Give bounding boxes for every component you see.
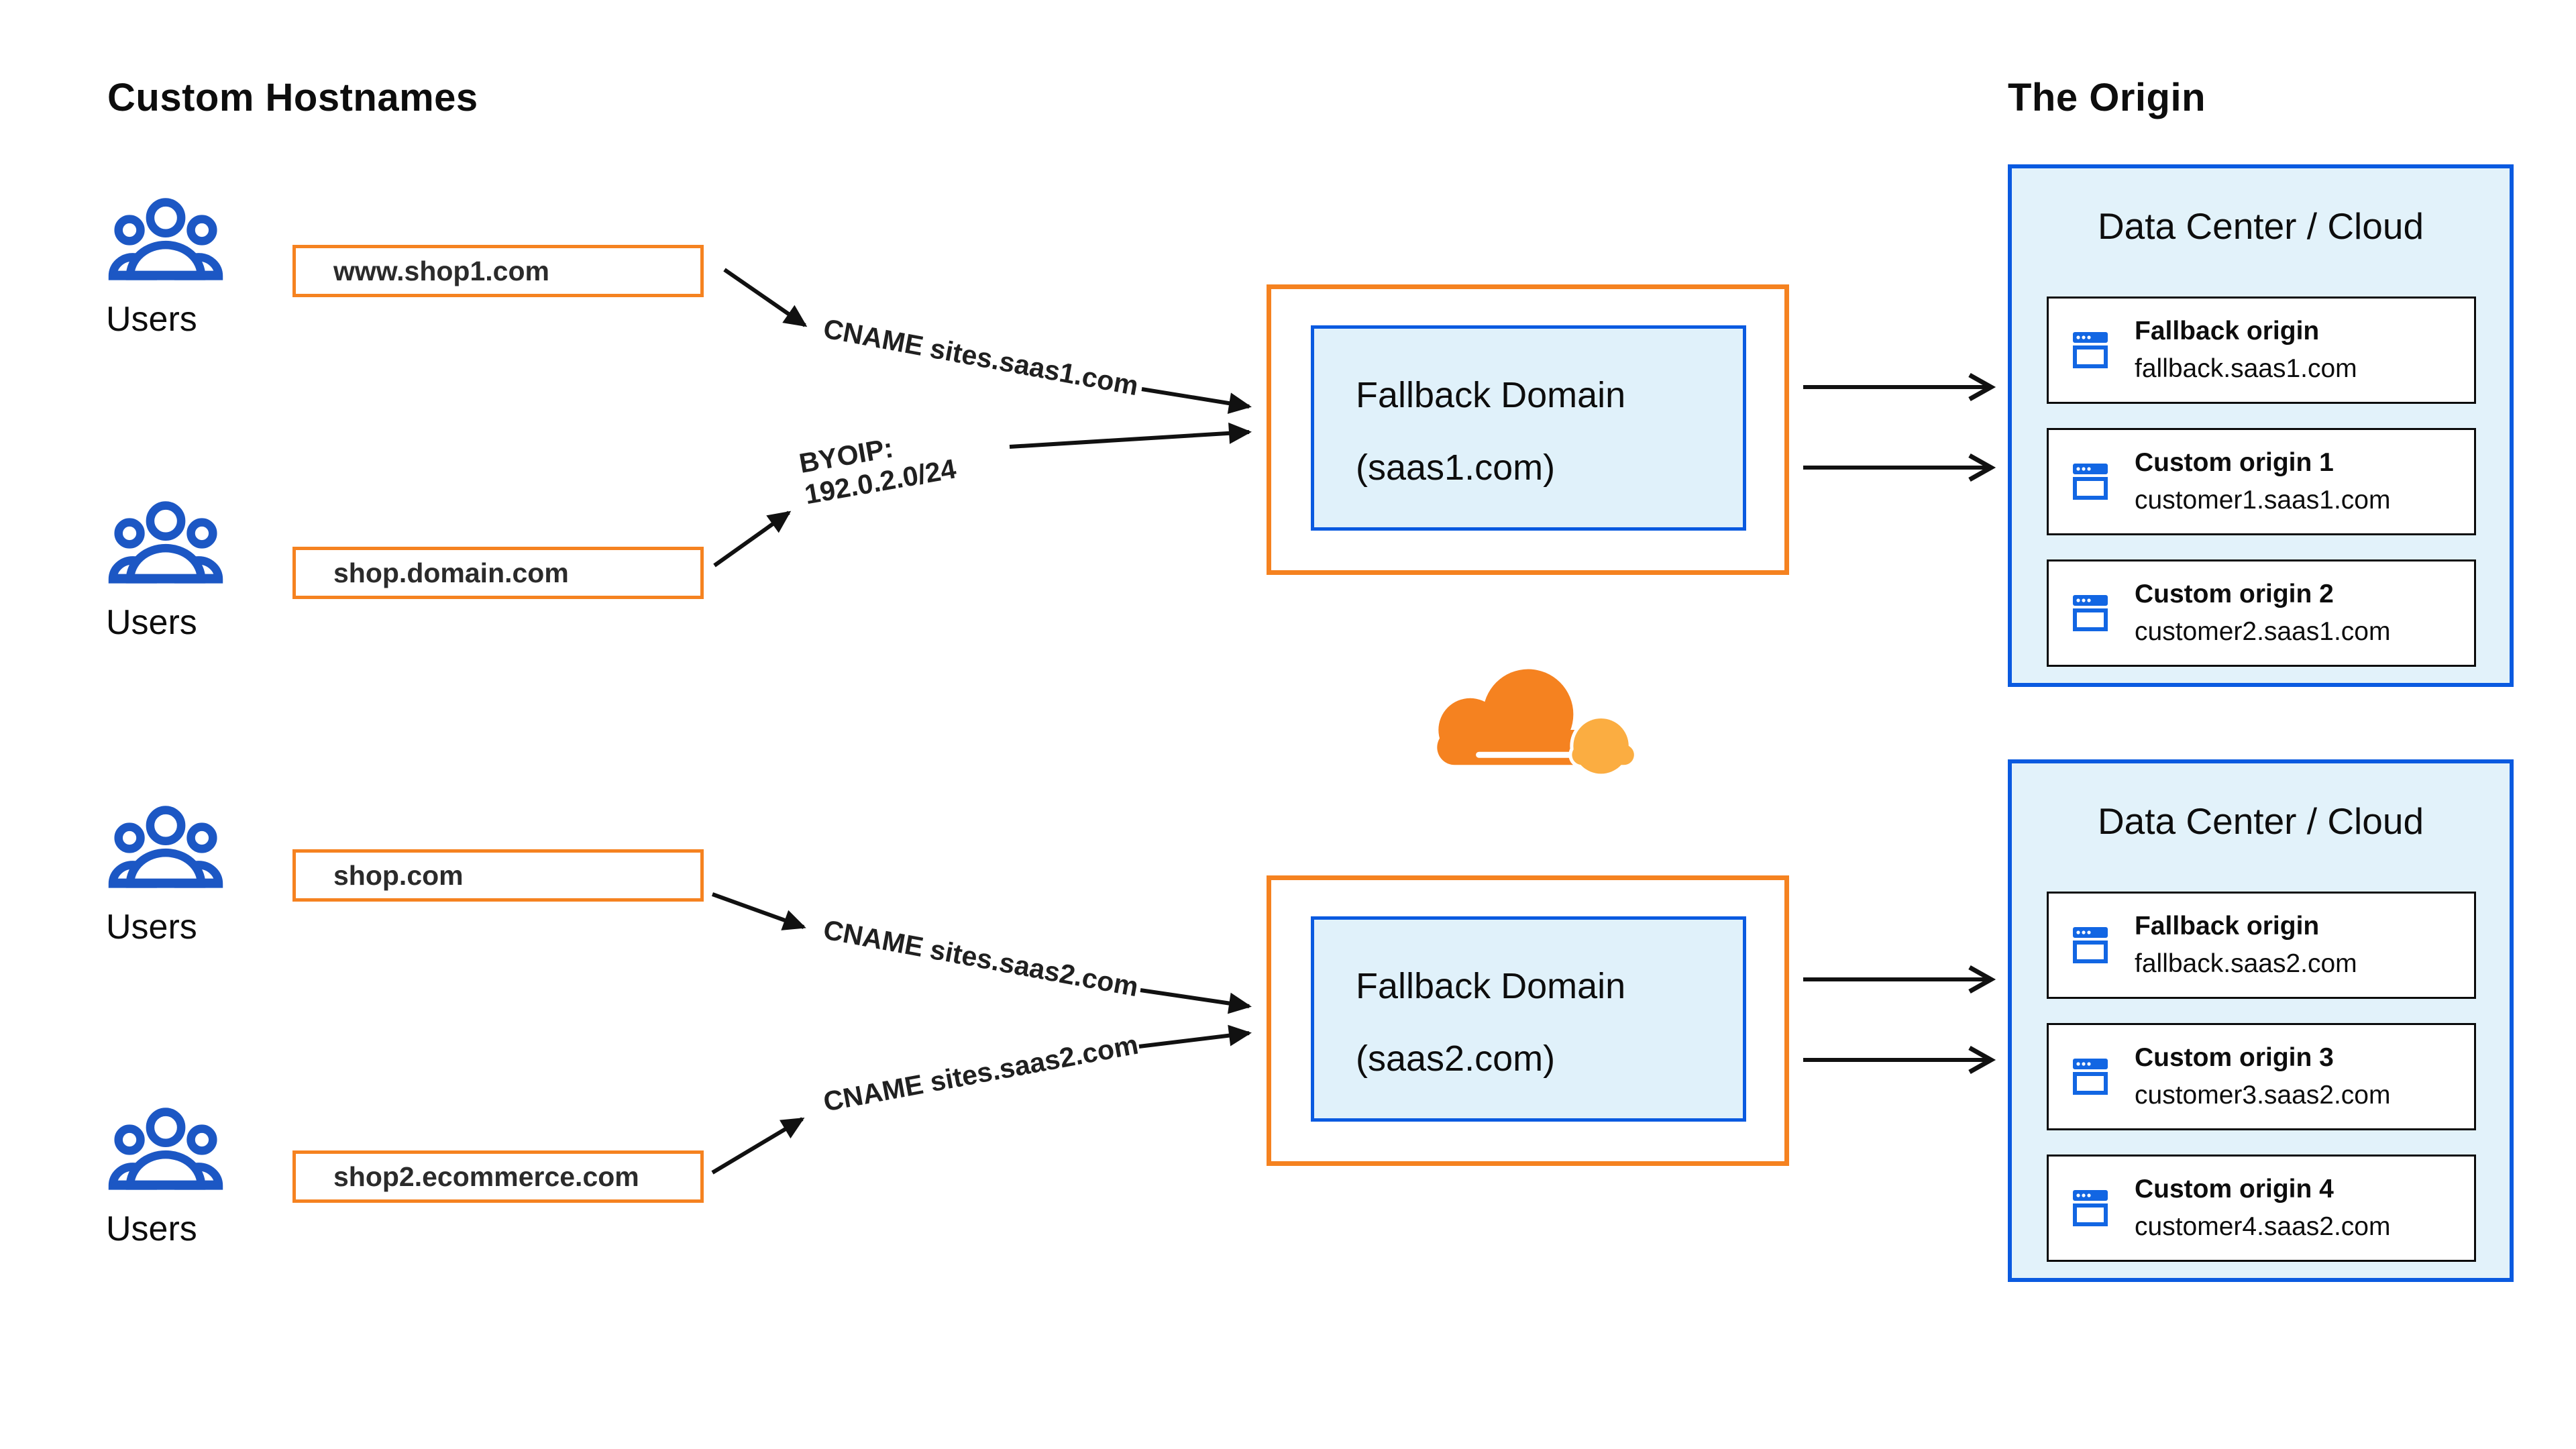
origin-card-fallback-saas2: Fallback origin fallback.saas2.com <box>2047 892 2476 999</box>
browser-window-icon <box>2073 1059 2108 1095</box>
origin-card-custom-origin-1: Custom origin 1 customer1.saas1.com <box>2047 428 2476 535</box>
users-group-icon <box>108 198 223 280</box>
fallback-domain-box-saas1: Fallback Domain (saas1.com) <box>1311 325 1746 531</box>
origin-name: Custom origin 1 <box>2135 448 2334 477</box>
origin-host: fallback.saas1.com <box>2135 354 2357 383</box>
data-center-panel-2: Data Center / Cloud Fallback origin fall… <box>2008 759 2514 1282</box>
users-group-icon <box>108 806 223 888</box>
browser-window-icon <box>2073 927 2108 963</box>
fallback-domain-label: Fallback Domain <box>1356 375 1626 415</box>
origin-card-custom-origin-3: Custom origin 3 customer3.saas2.com <box>2047 1023 2476 1130</box>
hostname-box-shop2-ecommerce: shop2.ecommerce.com <box>292 1150 704 1203</box>
users-label: Users <box>106 908 197 947</box>
browser-window-icon <box>2073 595 2108 631</box>
origin-host: fallback.saas2.com <box>2135 949 2357 978</box>
users-label: Users <box>106 603 197 642</box>
users-label: Users <box>106 300 197 339</box>
fallback-domain-zone-saas1: Fallback Domain (saas1.com) <box>1267 284 1789 575</box>
users-group-4: Users <box>106 1104 280 1249</box>
fallback-domain-box-saas2: Fallback Domain (saas2.com) <box>1311 916 1746 1122</box>
the-origin-title: The Origin <box>2008 76 2206 119</box>
edge-label-cname-saas2-lower: CNAME sites.saas2.com <box>820 1028 1141 1118</box>
fallback-domain-name: (saas2.com) <box>1356 1038 1556 1079</box>
users-group-1: Users <box>106 195 280 339</box>
fallback-domain-name: (saas1.com) <box>1356 447 1556 488</box>
data-center-title: Data Center / Cloud <box>2097 205 2424 247</box>
cloudflare-logo <box>1437 669 1638 777</box>
browser-window-icon <box>2073 332 2108 368</box>
hostname-box-shop: shop.com <box>292 849 704 902</box>
fallback-domain-zone-saas2: Fallback Domain (saas2.com) <box>1267 875 1789 1166</box>
edge-label-byoip: BYOIP: 192.0.2.0/24 <box>797 422 959 511</box>
users-group-2: Users <box>106 498 280 643</box>
origin-name: Custom origin 4 <box>2135 1175 2334 1203</box>
origin-host: customer2.saas1.com <box>2135 617 2391 646</box>
origin-name: Custom origin 2 <box>2135 580 2334 608</box>
origin-host: customer3.saas2.com <box>2135 1081 2391 1110</box>
users-label: Users <box>106 1210 197 1248</box>
origin-name: Fallback origin <box>2135 317 2320 345</box>
users-group-icon <box>108 1108 223 1190</box>
origin-card-fallback-saas1: Fallback origin fallback.saas1.com <box>2047 297 2476 404</box>
browser-window-icon <box>2073 1190 2108 1226</box>
edge-label-cname-saas2-upper: CNAME sites.saas2.com <box>820 914 1141 1003</box>
browser-window-icon <box>2073 464 2108 500</box>
fallback-domain-label: Fallback Domain <box>1356 966 1626 1006</box>
origin-name: Custom origin 3 <box>2135 1043 2334 1072</box>
hostname-box-shop1: www.shop1.com <box>292 245 704 297</box>
origin-card-custom-origin-4: Custom origin 4 customer4.saas2.com <box>2047 1155 2476 1262</box>
data-center-title: Data Center / Cloud <box>2097 800 2424 842</box>
users-group-icon <box>108 501 223 584</box>
origin-name: Fallback origin <box>2135 912 2320 941</box>
users-group-3: Users <box>106 802 280 947</box>
edge-label-cname-saas1: CNAME sites.saas1.com <box>820 313 1141 402</box>
origin-card-custom-origin-2: Custom origin 2 customer2.saas1.com <box>2047 559 2476 667</box>
origin-host: customer4.saas2.com <box>2135 1212 2391 1241</box>
origin-host: customer1.saas1.com <box>2135 486 2391 515</box>
data-center-panel-1: Data Center / Cloud Fallback origin fall… <box>2008 164 2514 687</box>
hostname-box-shop-domain: shop.domain.com <box>292 547 704 599</box>
custom-hostnames-title: Custom Hostnames <box>107 76 478 119</box>
